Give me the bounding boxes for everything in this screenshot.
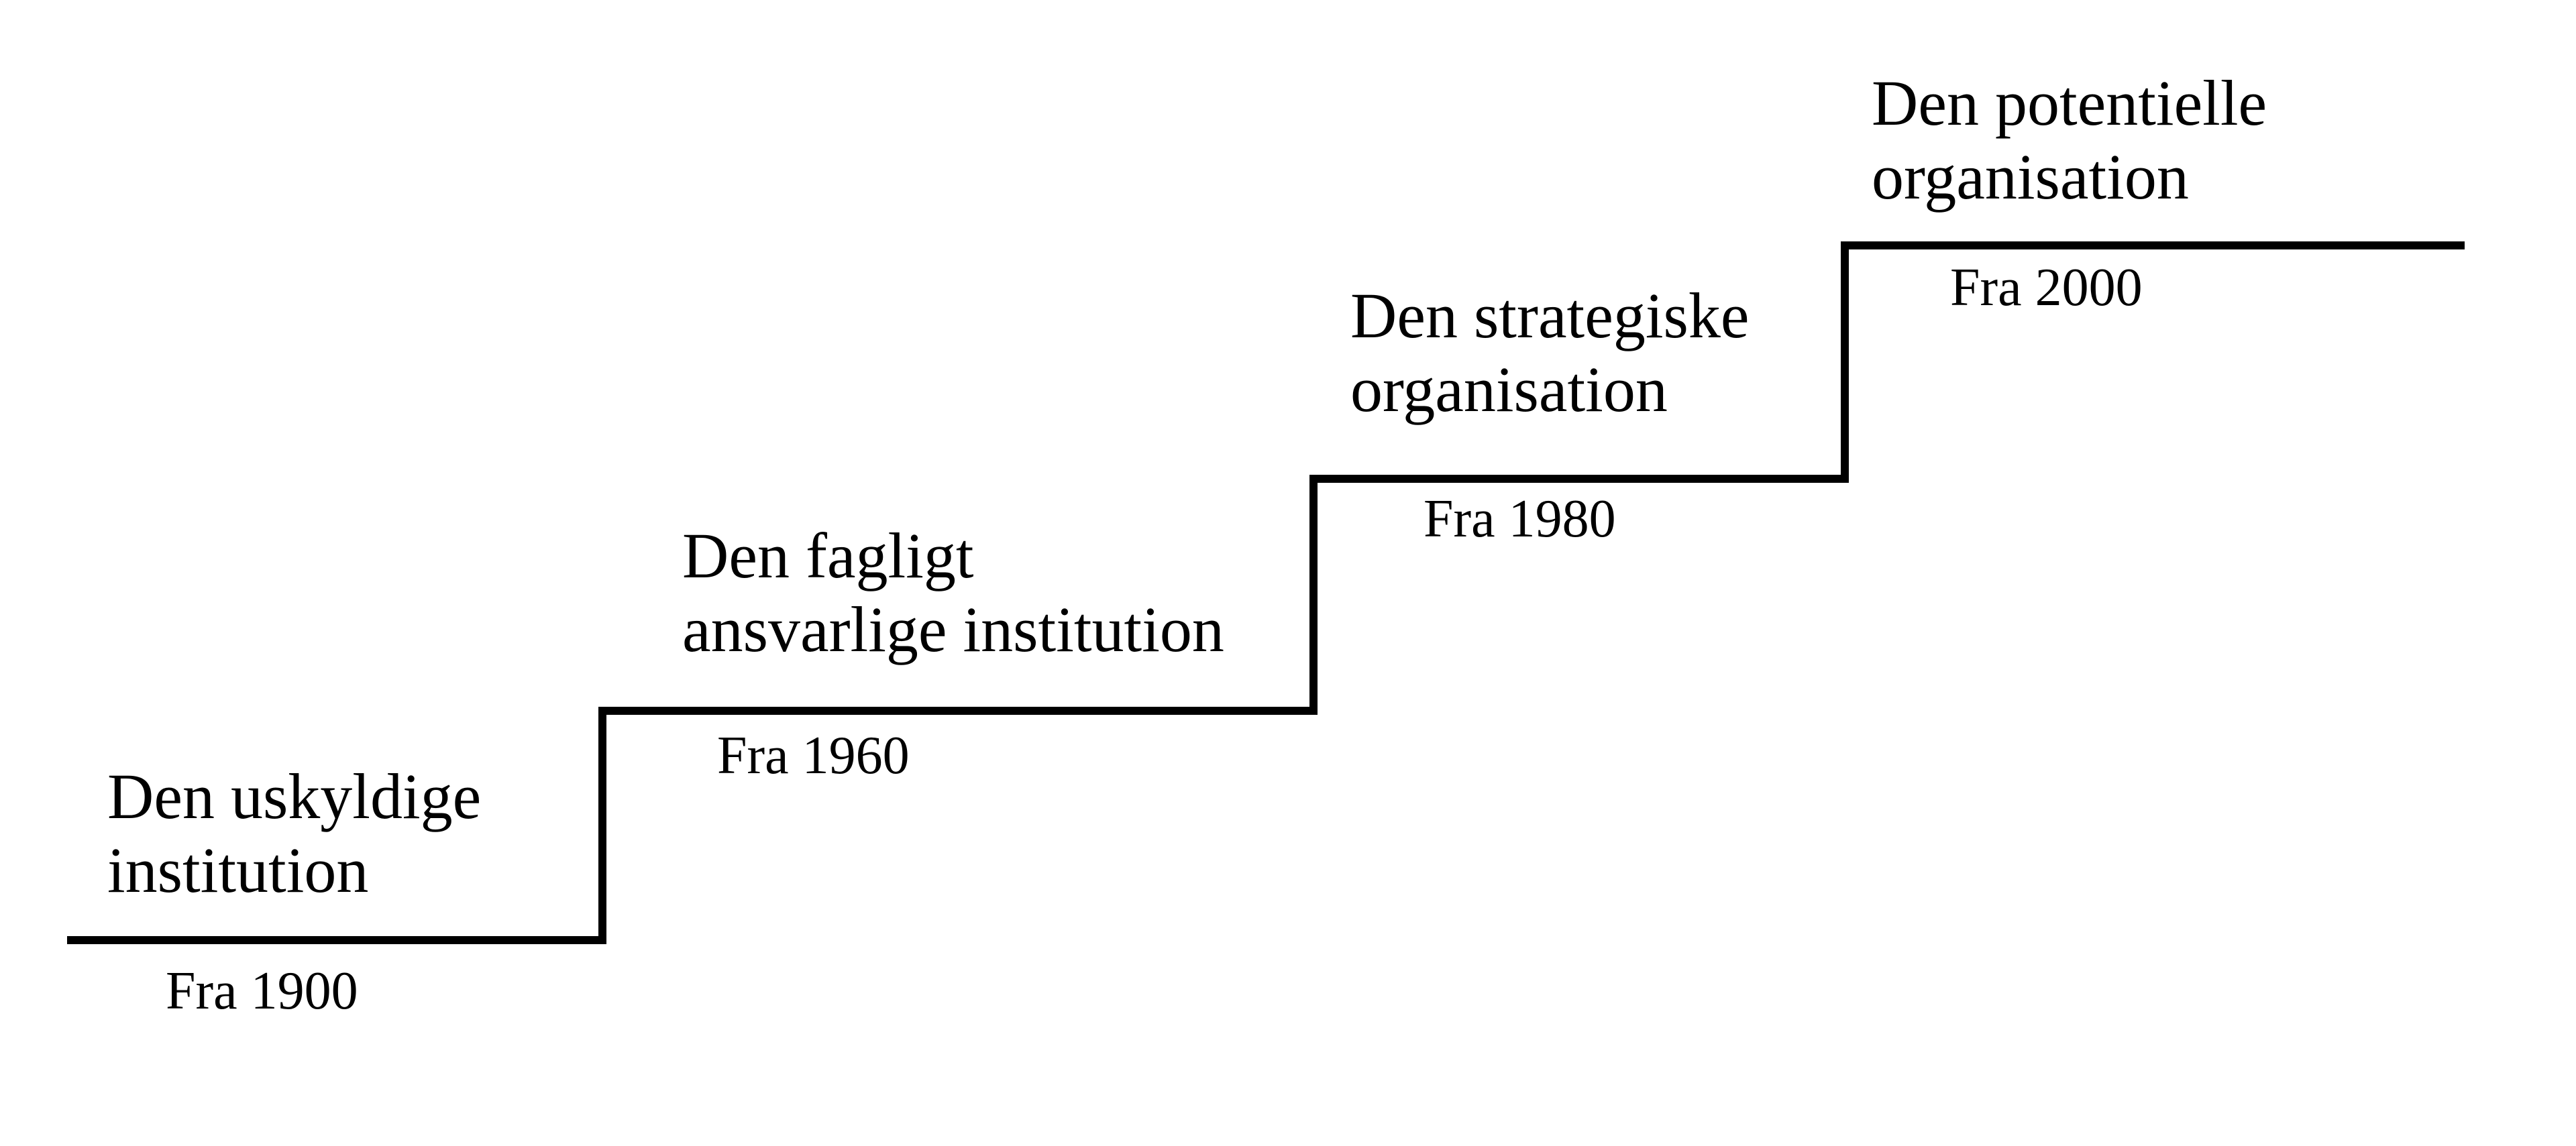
stage-4-title-line-1: Den potentielle <box>1872 67 2267 139</box>
stage-2-title: Den fagligt ansvarlige institution <box>682 519 1224 667</box>
step-3-riser-line <box>1841 241 1849 483</box>
step-3-tread-line <box>1309 475 1849 483</box>
step-2-riser-line <box>1309 475 1318 715</box>
stage-3-title: Den strategiske organisation <box>1350 279 1749 426</box>
stage-1-title-line-1: Den uskyldige <box>107 760 482 832</box>
step-1-tread-line <box>67 936 606 944</box>
stage-3-title-line-2: organisation <box>1350 353 1668 425</box>
stage-1-year-label: Fra 1900 <box>166 962 358 1021</box>
stage-1-title: Den uskyldige institution <box>107 760 481 907</box>
step-1-riser-line <box>598 707 606 944</box>
stage-4-title: Den potentielle organisation <box>1872 66 2267 214</box>
stage-4-title-line-2: organisation <box>1872 141 2189 213</box>
stage-1-title-line-2: institution <box>107 834 369 906</box>
stage-2-year-label: Fra 1960 <box>717 726 910 785</box>
step-4-tread-line <box>1841 241 2465 249</box>
step-2-tread-line <box>598 707 1318 715</box>
stage-3-title-line-1: Den strategiske <box>1350 280 1750 351</box>
stage-4-year-label: Fra 2000 <box>1950 258 2143 317</box>
stage-2-title-line-2: ansvarlige institution <box>682 593 1224 665</box>
stage-2-title-line-1: Den fagligt <box>682 520 974 591</box>
stage-3-year-label: Fra 1980 <box>1424 490 1616 549</box>
